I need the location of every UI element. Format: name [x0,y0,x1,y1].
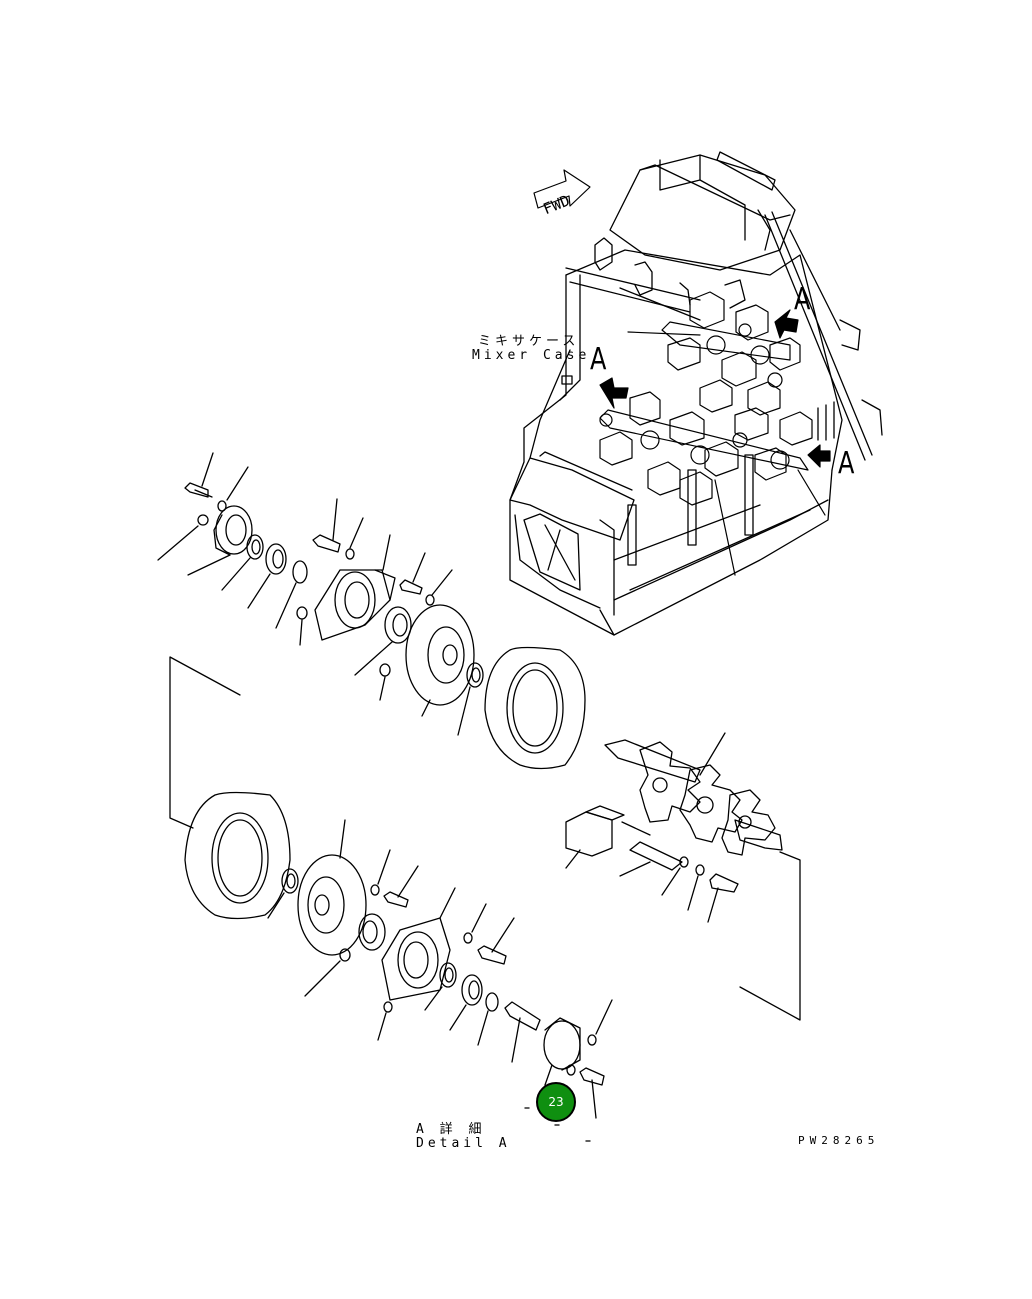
callout-badge-23[interactable]: 23 [536,1082,576,1122]
shaft-assembly [565,732,801,1021]
mixer-case-label-en: Mixer Case [472,348,591,363]
detail-label-en: Detail A [416,1136,511,1151]
mixer-agitators [599,291,831,576]
view-mark-a-right: A [838,446,855,481]
mixer-case [509,151,883,636]
exploded-upper-row [157,452,586,829]
mixer-case-label-ja: ミキサケース [478,334,580,349]
fwd-text: FWD [541,191,573,218]
detail-label-ja: A 詳 細 [416,1122,486,1137]
fwd-arrow: FWD [533,169,591,218]
view-mark-a-top: A [794,282,811,317]
upper-paddles [667,291,801,416]
lower-paddles [599,391,813,506]
exploded-lower-row [184,791,613,1142]
view-mark-a-left: A [590,342,607,377]
drawing-number: PW28265 [798,1134,880,1147]
